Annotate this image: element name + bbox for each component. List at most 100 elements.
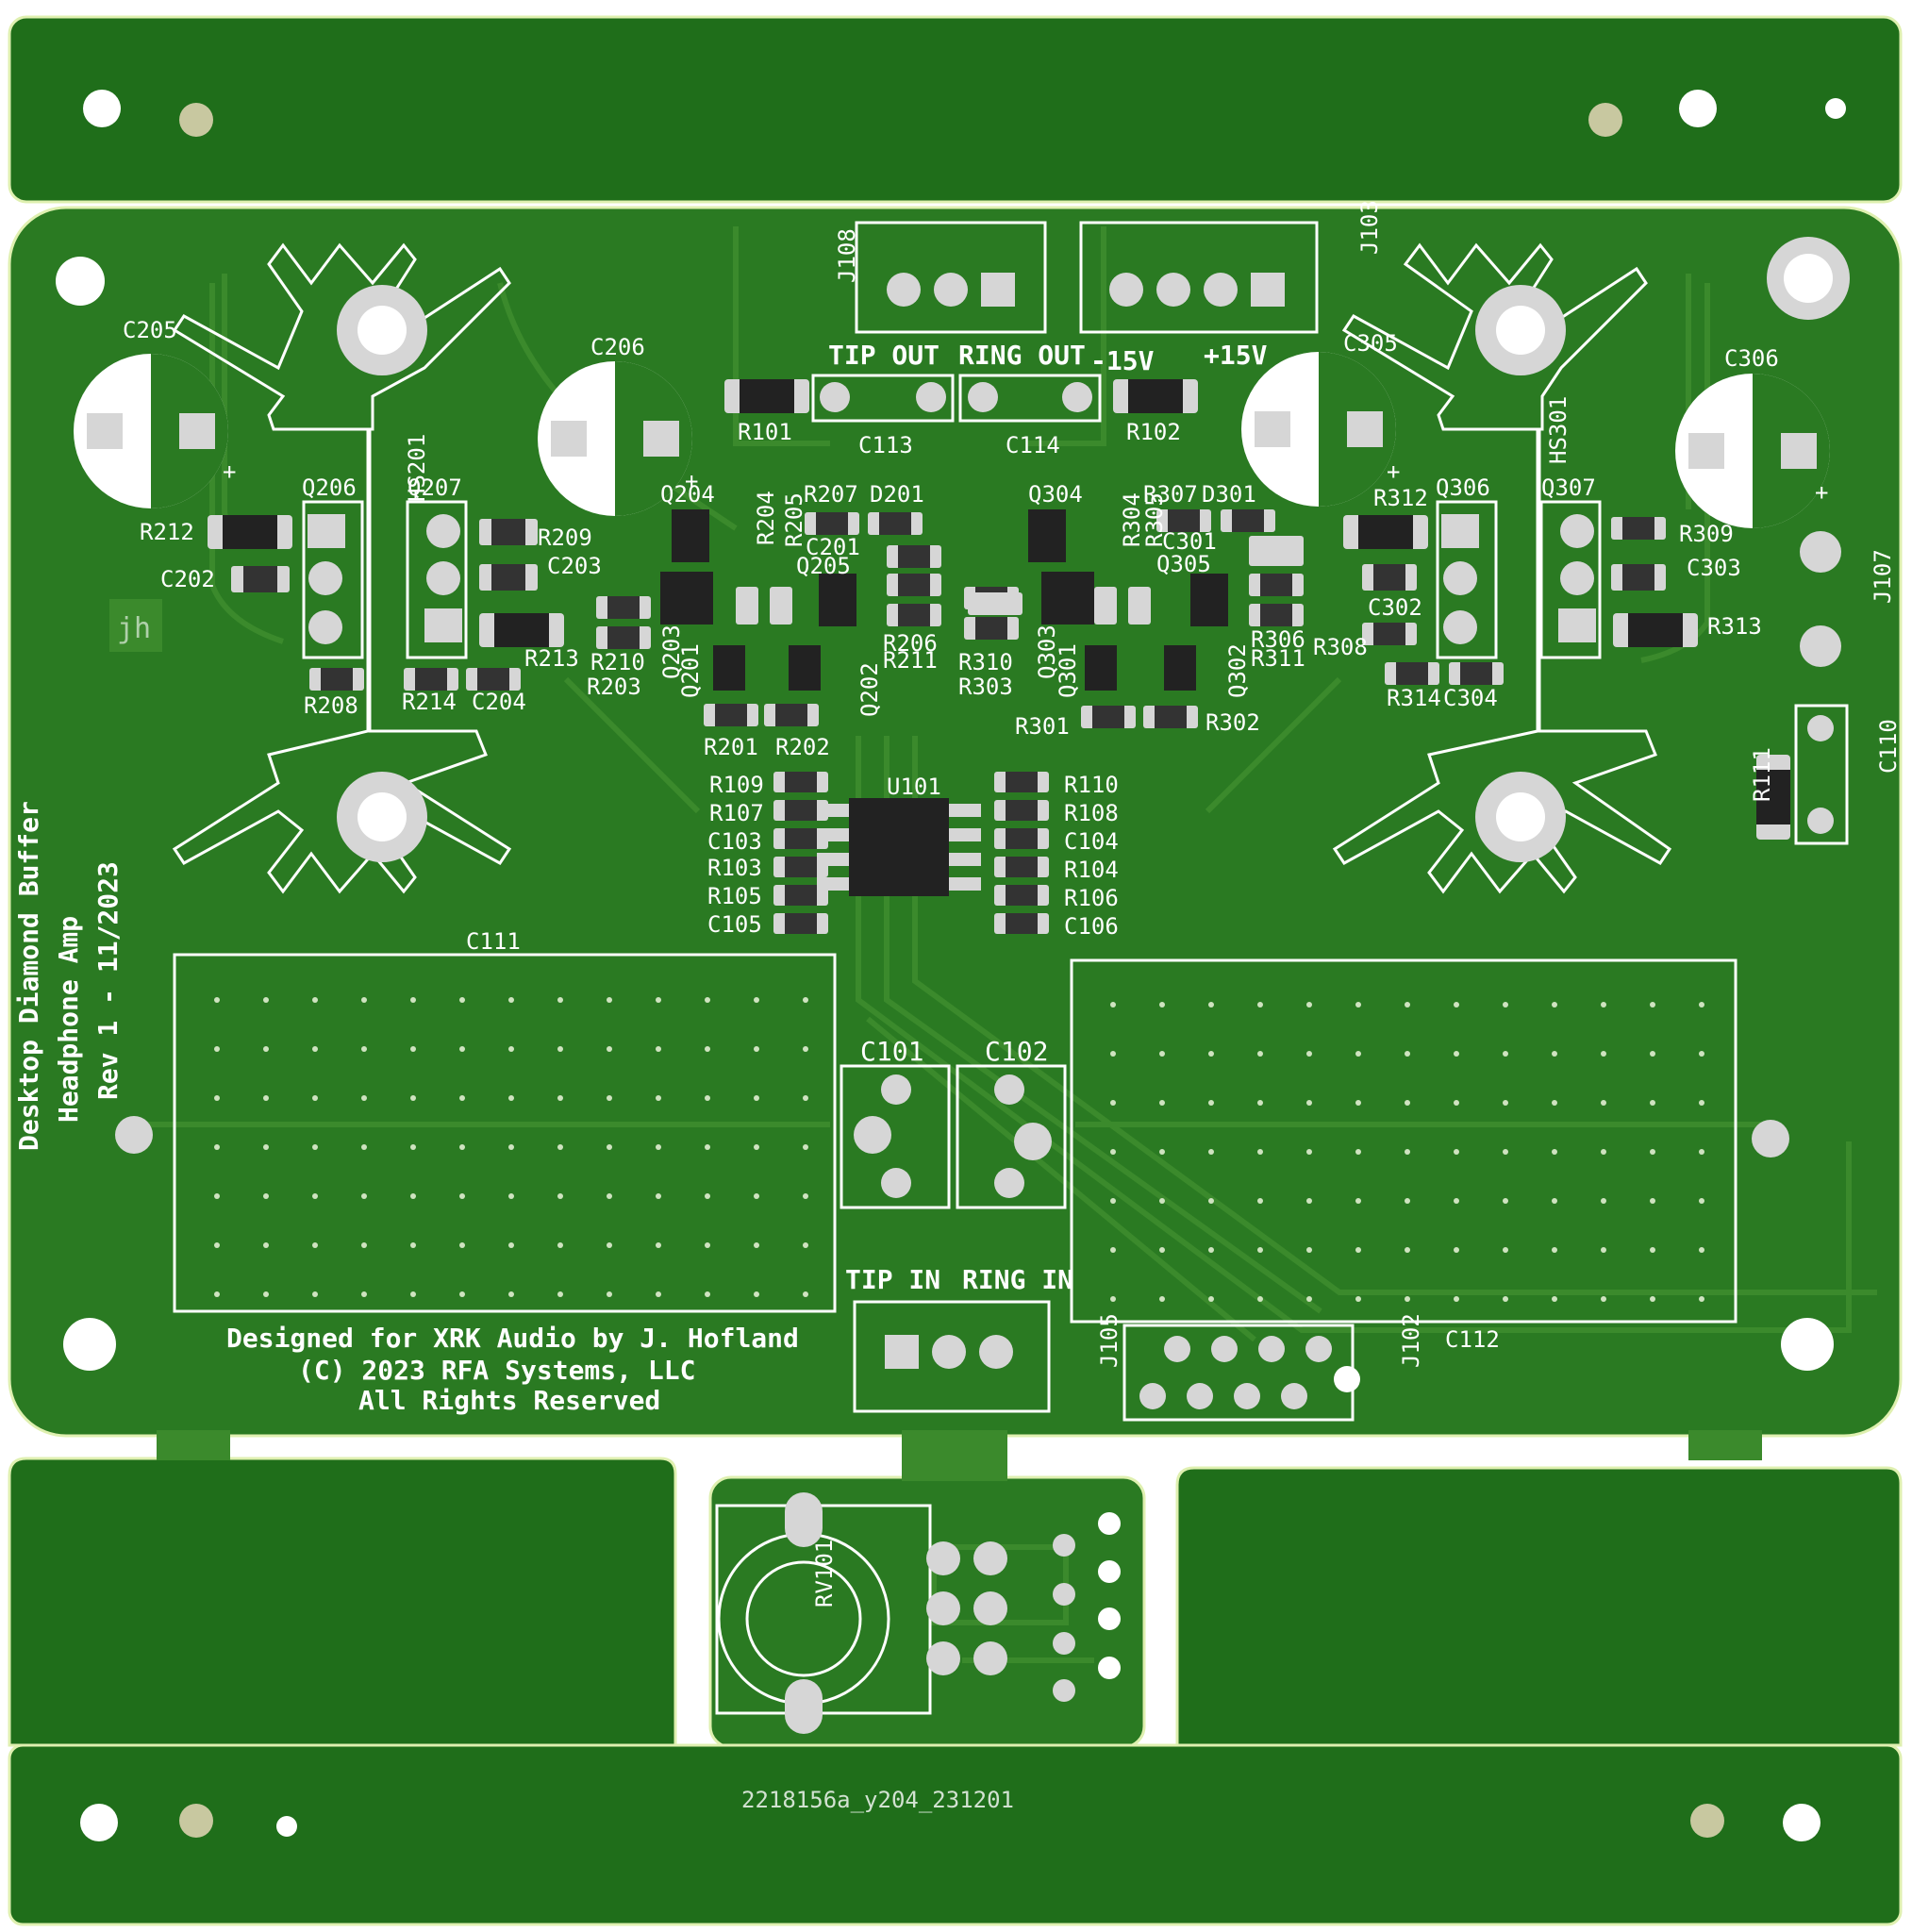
via <box>1355 1100 1361 1106</box>
via <box>1110 1149 1116 1155</box>
via <box>263 1193 269 1199</box>
via <box>361 1144 367 1150</box>
via <box>607 1242 612 1248</box>
via <box>1208 1149 1214 1155</box>
via <box>1110 1198 1116 1204</box>
via <box>803 1291 808 1297</box>
via <box>1208 1198 1214 1204</box>
label-R211: R211 <box>883 647 938 674</box>
hole <box>179 1804 213 1838</box>
via <box>557 1046 563 1052</box>
via <box>1257 1296 1263 1302</box>
via <box>1257 1247 1263 1253</box>
via <box>1650 1198 1655 1204</box>
pad <box>1752 1120 1789 1158</box>
title-line-1: Desktop Diamond Buffer <box>13 801 44 1151</box>
label-R304: R304 <box>1119 492 1145 547</box>
via <box>607 1291 612 1297</box>
label-ring-in: RING IN <box>962 1264 1073 1295</box>
title-line-3: Rev 1 - 11/2023 <box>92 861 124 1100</box>
via <box>1503 1149 1508 1155</box>
via <box>214 1291 220 1297</box>
label-RV101: RV101 <box>811 1540 838 1607</box>
via <box>1699 1100 1704 1106</box>
via <box>1110 1002 1116 1008</box>
via <box>1650 1149 1655 1155</box>
label-Q301: Q301 <box>1055 643 1081 698</box>
label-R102: R102 <box>1126 419 1181 445</box>
svg-text:+: + <box>1387 458 1400 485</box>
via <box>1208 1002 1214 1008</box>
via <box>754 1291 759 1297</box>
via <box>754 1095 759 1101</box>
label-C111: C111 <box>466 928 521 955</box>
hole <box>1781 1318 1834 1371</box>
label-C112: C112 <box>1445 1326 1500 1353</box>
mounting-holes <box>56 90 1850 1841</box>
to220-q307 <box>1539 500 1602 659</box>
via <box>1208 1100 1214 1106</box>
via <box>754 1242 759 1248</box>
label-C110: C110 <box>1875 719 1902 774</box>
via <box>1355 1002 1361 1008</box>
via <box>1257 1100 1263 1106</box>
via <box>214 1144 220 1150</box>
via <box>361 997 367 1003</box>
to220-q206 <box>302 500 364 659</box>
via <box>459 997 465 1003</box>
label-Q203: Q203 <box>658 625 685 679</box>
via <box>1355 1247 1361 1253</box>
label-R311: R311 <box>1251 645 1305 672</box>
via <box>312 1193 318 1199</box>
via <box>1159 1247 1165 1253</box>
via <box>1650 1002 1655 1008</box>
via <box>803 1046 808 1052</box>
label-R303: R303 <box>958 674 1013 700</box>
label-C113: C113 <box>858 432 913 458</box>
via <box>1306 1051 1312 1057</box>
label-C204: C204 <box>472 689 526 715</box>
via <box>1306 1247 1312 1253</box>
label-R203: R203 <box>587 674 641 700</box>
label-Q205: Q205 <box>796 553 851 579</box>
via <box>263 1046 269 1052</box>
via <box>656 1046 661 1052</box>
label-C103: C103 <box>707 828 762 855</box>
via <box>1699 1002 1704 1008</box>
label-R104: R104 <box>1064 857 1119 883</box>
via <box>1355 1149 1361 1155</box>
via <box>1601 1296 1606 1302</box>
via <box>508 1242 514 1248</box>
via <box>803 1144 808 1150</box>
via <box>263 1095 269 1101</box>
label-R306: R306 <box>1251 626 1305 653</box>
via <box>1454 1002 1459 1008</box>
label-R111: R111 <box>1749 747 1775 802</box>
hole <box>1825 98 1846 119</box>
break-tab-mid <box>902 1430 1007 1481</box>
via <box>557 1291 563 1297</box>
label-Q307: Q307 <box>1541 475 1596 501</box>
test-points <box>811 374 1849 845</box>
label-C101: C101 <box>860 1036 923 1067</box>
label-R310: R310 <box>958 649 1013 675</box>
via <box>705 1291 710 1297</box>
label-C303: C303 <box>1687 555 1741 581</box>
connector-j105 <box>853 1300 1051 1413</box>
via <box>1699 1198 1704 1204</box>
via <box>1650 1296 1655 1302</box>
label-R202: R202 <box>775 734 830 760</box>
label-R305: R305 <box>1141 492 1168 547</box>
label-R108: R108 <box>1064 800 1119 826</box>
order-code: 2218156a_y204_231201 <box>741 1787 1014 1813</box>
via <box>459 1095 465 1101</box>
label-C114: C114 <box>1006 432 1060 458</box>
via <box>705 1095 710 1101</box>
via <box>1257 1198 1263 1204</box>
hole <box>83 90 121 127</box>
title-line-2: Headphone Amp <box>53 916 84 1123</box>
via <box>508 1193 514 1199</box>
silkscreen: C205 C206 C305 C306 HS201 HS301 Q206 Q20… <box>13 200 1902 1813</box>
connector-j108 <box>855 221 1047 334</box>
via <box>1405 1149 1410 1155</box>
